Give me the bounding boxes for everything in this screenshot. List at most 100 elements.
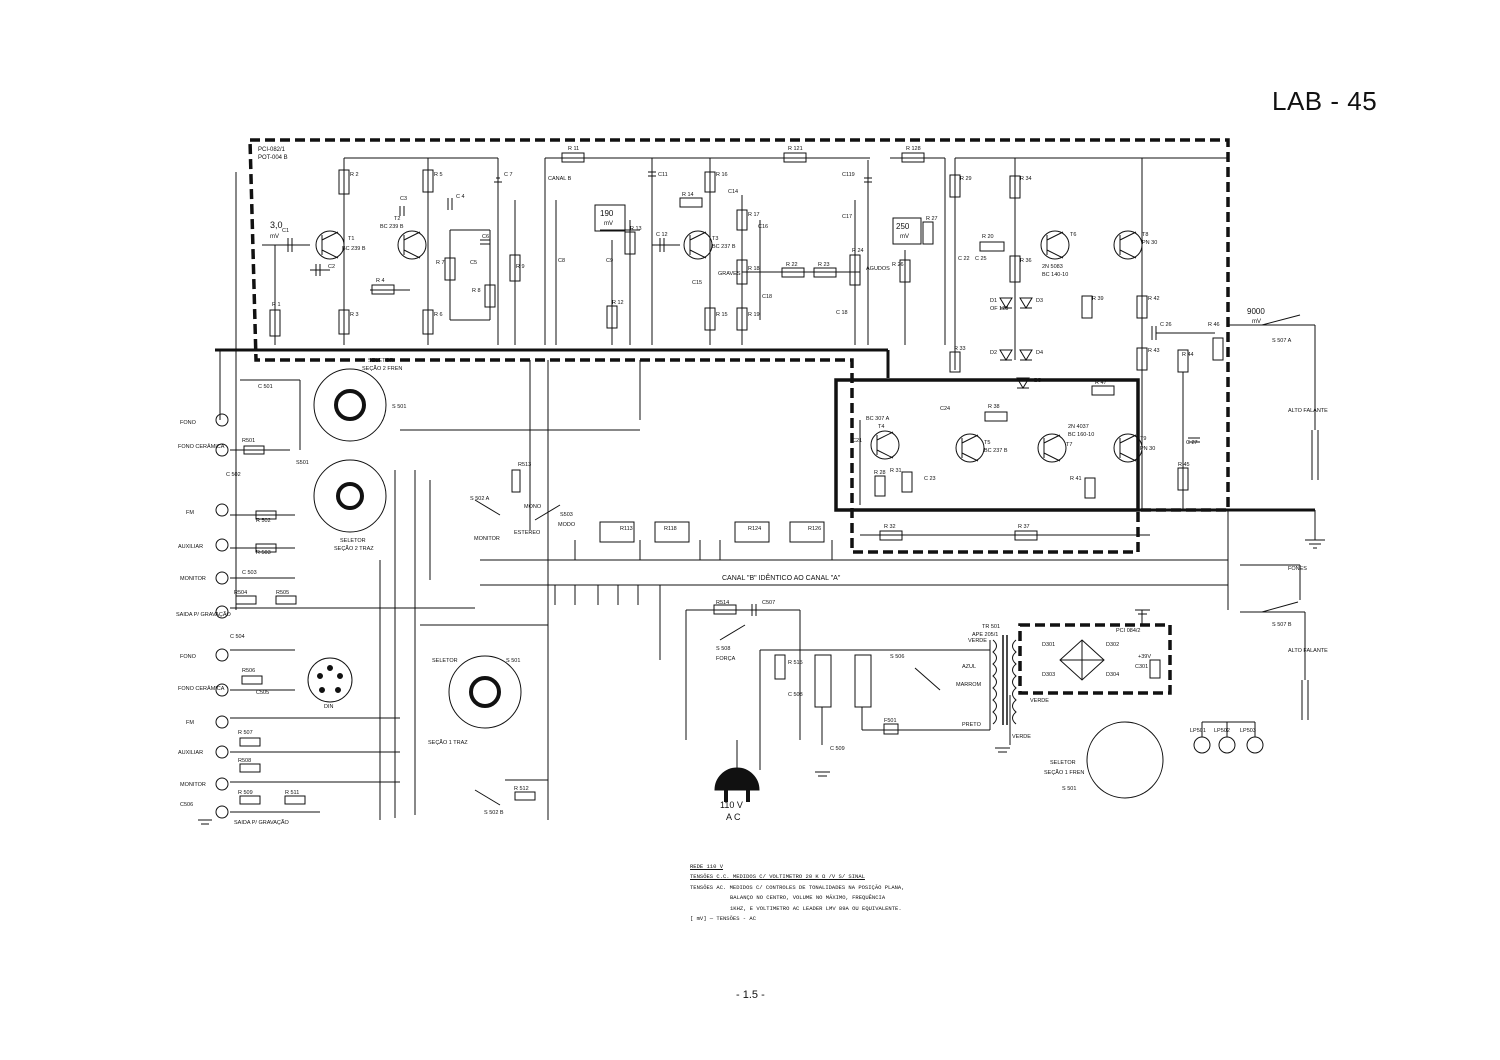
selector-wafer-sec1-front (1086, 721, 1164, 799)
label-r113: R113 (620, 526, 633, 532)
label-monitor-switch: MONITOR (474, 536, 500, 542)
label-r31: R 31 (890, 468, 902, 474)
label-c9: C9 (606, 258, 613, 264)
label-r11: R 11 (568, 146, 579, 152)
label-c509: C 509 (830, 746, 845, 752)
lamp-lp501 (1193, 736, 1211, 754)
label-io-fono-ceramica-2: FONO CERÂMICA (178, 685, 225, 692)
resistor-r43 (1136, 347, 1148, 371)
label-t1: T1 (348, 236, 354, 242)
resistor-r513 (511, 469, 521, 493)
label-t2: T2 (394, 216, 400, 222)
resistor-r20 (979, 241, 1005, 252)
label-d2: D2 (990, 350, 997, 356)
jack-fono-ceramica-2 (215, 683, 229, 697)
resistor-r32 (879, 530, 903, 541)
board-label-line2: POT-004 B (258, 155, 288, 161)
potentiometer-r24 (849, 254, 861, 286)
label-r512: R 512 (514, 786, 529, 792)
jack-saida-gravacao (215, 605, 229, 619)
notes-line-3: TENSÕES AC. MEDIDOS C/ CONTROLES DE TONA… (690, 883, 905, 891)
ground-symbol-4 (995, 747, 1010, 753)
label-io-fm-2: FM (186, 720, 194, 726)
jack-fono-2 (215, 648, 229, 662)
potentiometer-r124 (734, 521, 770, 543)
label-r34: R 34 (1020, 176, 1032, 182)
label-selector-3-sub: SEÇÃO 1 TRAZ (428, 739, 468, 746)
notes-legend: [ mV] — TENSÕES - AC (690, 915, 757, 923)
jack-fono (215, 413, 229, 427)
jack-monitor-2 (215, 777, 229, 791)
label-r19: R 19 (748, 312, 760, 318)
resistor-r514 (713, 604, 737, 615)
label-selector-4: SELETOR (1050, 760, 1076, 766)
label-r502: R 502 (256, 518, 271, 524)
label-c23: C 23 (924, 476, 936, 482)
potentiometer-r13 (624, 231, 636, 255)
label-verde: VERDE (968, 638, 987, 644)
label-d302: D302 (1106, 642, 1119, 648)
label-r128: R 128 (906, 146, 921, 152)
measurement-mid-level: 190 (600, 209, 614, 218)
label-t7-type1: 2N 4037 (1068, 424, 1089, 430)
resistor-r23 (813, 267, 837, 278)
label-selector-4-sub: SEÇÃO 1 FREN (1044, 769, 1084, 776)
label-c25: C 25 (975, 256, 987, 262)
resistor-r42 (1136, 295, 1148, 319)
label-c5: C5 (470, 260, 477, 266)
label-t5-type: BC 237 B (984, 448, 1008, 454)
label-io-auxiliar-2: AUXILIAR (178, 750, 203, 756)
label-lp503: LP503 (1240, 728, 1256, 734)
resistor-r28 (874, 475, 886, 497)
label-io-saida: SAIDA P/ GRAVAÇÃO (176, 611, 232, 618)
resistor-r508 (239, 763, 261, 773)
ground-symbol-5 (198, 819, 212, 825)
label-d301: D301 (1042, 642, 1055, 648)
label-c7: C 7 (504, 172, 513, 178)
document-title: LAB - 45 (1272, 86, 1378, 116)
label-c505: C505 (256, 690, 269, 696)
label-selector-1-part: S 501 (392, 404, 406, 410)
label-c502: C 502 (226, 472, 241, 478)
potentiometer-r36 (1009, 255, 1021, 283)
resistor-r505 (275, 595, 297, 605)
label-r16: R 16 (716, 172, 728, 178)
label-c21: C21 (852, 438, 862, 444)
label-d304: D304 (1106, 672, 1119, 678)
transformer-primary (992, 639, 997, 725)
selector-wafer-sec2-front (313, 368, 387, 442)
resistor-r121 (783, 152, 807, 163)
measurement-output-unit: mV (1252, 319, 1261, 325)
label-forca: FORÇA (716, 656, 736, 662)
label-r515: R 515 (788, 660, 803, 666)
resistor-r507 (239, 737, 261, 747)
resistor-r41 (1084, 477, 1096, 499)
resistor-r515 (774, 654, 786, 680)
label-selector-4-part: S 501 (1062, 786, 1076, 792)
label-r22: R 22 (786, 262, 798, 268)
potentiometer-r113 (599, 521, 635, 543)
jack-monitor (215, 571, 229, 585)
resistor-r5 (422, 169, 434, 193)
measurement-mid-unit: mV (604, 221, 613, 227)
label-c12: C 12 (656, 232, 668, 238)
potentiometer-r118 (654, 521, 690, 543)
board-label-line1: PCI-082/1 (258, 147, 286, 153)
label-r511: R 511 (285, 790, 299, 796)
resistor-r128 (901, 152, 925, 163)
label-r44: R 44 (1182, 352, 1194, 358)
label-modo: MODO (558, 522, 576, 528)
label-t4-type: BC 307 A (866, 416, 890, 422)
resistor-r506 (241, 675, 263, 685)
transistor-t9 (1113, 433, 1143, 463)
transistor-t1 (315, 230, 345, 260)
measurement-notes: REDE 110 V TENSÕES C.C. MEDIDOS C/ VOLTI… (690, 862, 970, 925)
label-s503: S503 (560, 512, 573, 518)
diode-d2 (999, 349, 1013, 361)
label-c508: C 508 (788, 692, 803, 698)
label-din: DIN (324, 704, 334, 710)
label-io-saida-2: SAIDA P/ GRAVAÇÃO (234, 819, 290, 826)
label-selector-2-sub: SEÇÃO 2 TRAZ (334, 545, 374, 552)
label-s506: S 506 (890, 654, 904, 660)
label-r7: R 7 (436, 260, 445, 266)
